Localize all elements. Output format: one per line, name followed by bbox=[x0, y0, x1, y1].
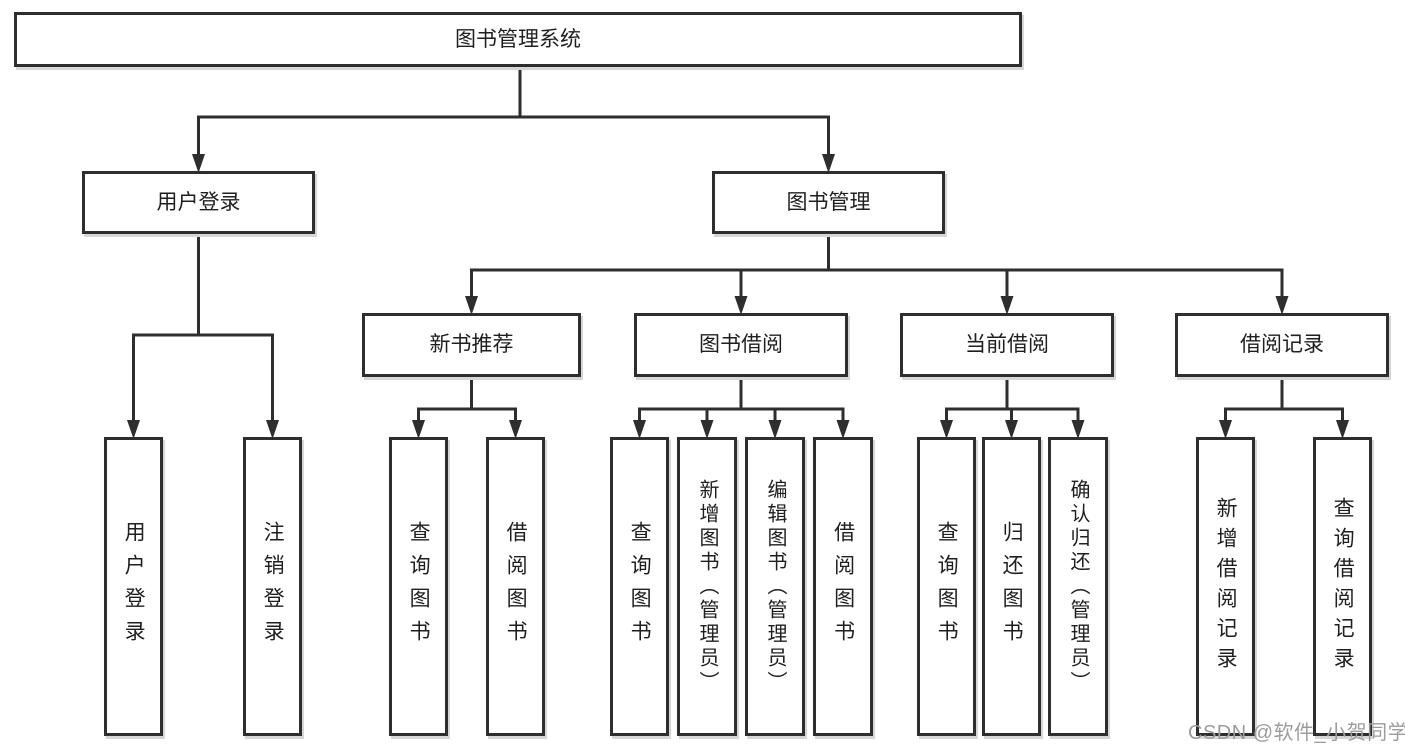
node-leaf-logout: 注销登录 bbox=[243, 437, 302, 736]
node-leaf-add-borrow-record-label: 新增借阅记录 bbox=[1214, 496, 1238, 677]
node-book-borrowing-label: 图书借阅 bbox=[699, 333, 783, 357]
node-current-borrowing: 当前借阅 bbox=[900, 313, 1114, 377]
node-leaf-edit-books-label: 编辑图书（管理员） bbox=[764, 478, 786, 695]
node-leaf-borrow-books-2-label: 借阅图书 bbox=[831, 520, 855, 653]
node-current-borrowing-label: 当前借阅 bbox=[965, 333, 1049, 357]
node-leaf-add-borrow-record: 新增借阅记录 bbox=[1196, 437, 1255, 736]
node-new-book-recommend: 新书推荐 bbox=[362, 313, 581, 377]
node-leaf-user-login-label: 用户登录 bbox=[122, 520, 146, 653]
node-user-login-label: 用户登录 bbox=[156, 190, 241, 214]
node-leaf-return-books-label: 归还图书 bbox=[1000, 520, 1024, 653]
node-leaf-query-borrow-record-label: 查询借阅记录 bbox=[1331, 496, 1355, 677]
node-leaf-query-books-3-label: 查询图书 bbox=[935, 520, 959, 653]
node-book-management: 图书管理 bbox=[712, 171, 945, 234]
node-root: 图书管理系统 bbox=[14, 12, 1022, 67]
node-book-management-label: 图书管理 bbox=[786, 190, 871, 214]
node-leaf-add-books: 新增图书（管理员） bbox=[677, 437, 737, 736]
node-book-borrowing: 图书借阅 bbox=[634, 313, 848, 377]
node-leaf-add-books-label: 新增图书（管理员） bbox=[696, 478, 718, 695]
node-leaf-query-books-1-label: 查询图书 bbox=[407, 520, 431, 653]
node-leaf-confirm-return: 确认归还（管理员） bbox=[1048, 437, 1108, 736]
node-new-book-recommend-label: 新书推荐 bbox=[429, 333, 514, 357]
node-leaf-query-books-2-label: 查询图书 bbox=[628, 520, 652, 653]
node-leaf-borrow-books-2: 借阅图书 bbox=[813, 437, 873, 736]
node-leaf-query-books-2: 查询图书 bbox=[610, 437, 669, 736]
node-leaf-user-login: 用户登录 bbox=[104, 437, 163, 736]
node-user-login: 用户登录 bbox=[82, 171, 315, 234]
node-leaf-logout-label: 注销登录 bbox=[261, 520, 285, 653]
node-leaf-query-books-1: 查询图书 bbox=[389, 437, 448, 736]
watermark: CSDN @软件_小贺同学 bbox=[1188, 722, 1405, 744]
node-leaf-confirm-return-label: 确认归还（管理员） bbox=[1067, 478, 1089, 695]
node-root-label: 图书管理系统 bbox=[455, 27, 581, 51]
node-leaf-edit-books: 编辑图书（管理员） bbox=[745, 437, 805, 736]
node-leaf-borrow-books-1: 借阅图书 bbox=[486, 437, 545, 736]
node-leaf-return-books: 归还图书 bbox=[982, 437, 1041, 736]
node-leaf-query-books-3: 查询图书 bbox=[917, 437, 976, 736]
node-borrowing-records-label: 借阅记录 bbox=[1240, 333, 1324, 357]
node-leaf-borrow-books-1-label: 借阅图书 bbox=[504, 520, 528, 653]
node-borrowing-records: 借阅记录 bbox=[1175, 313, 1389, 377]
node-leaf-query-borrow-record: 查询借阅记录 bbox=[1313, 437, 1372, 736]
